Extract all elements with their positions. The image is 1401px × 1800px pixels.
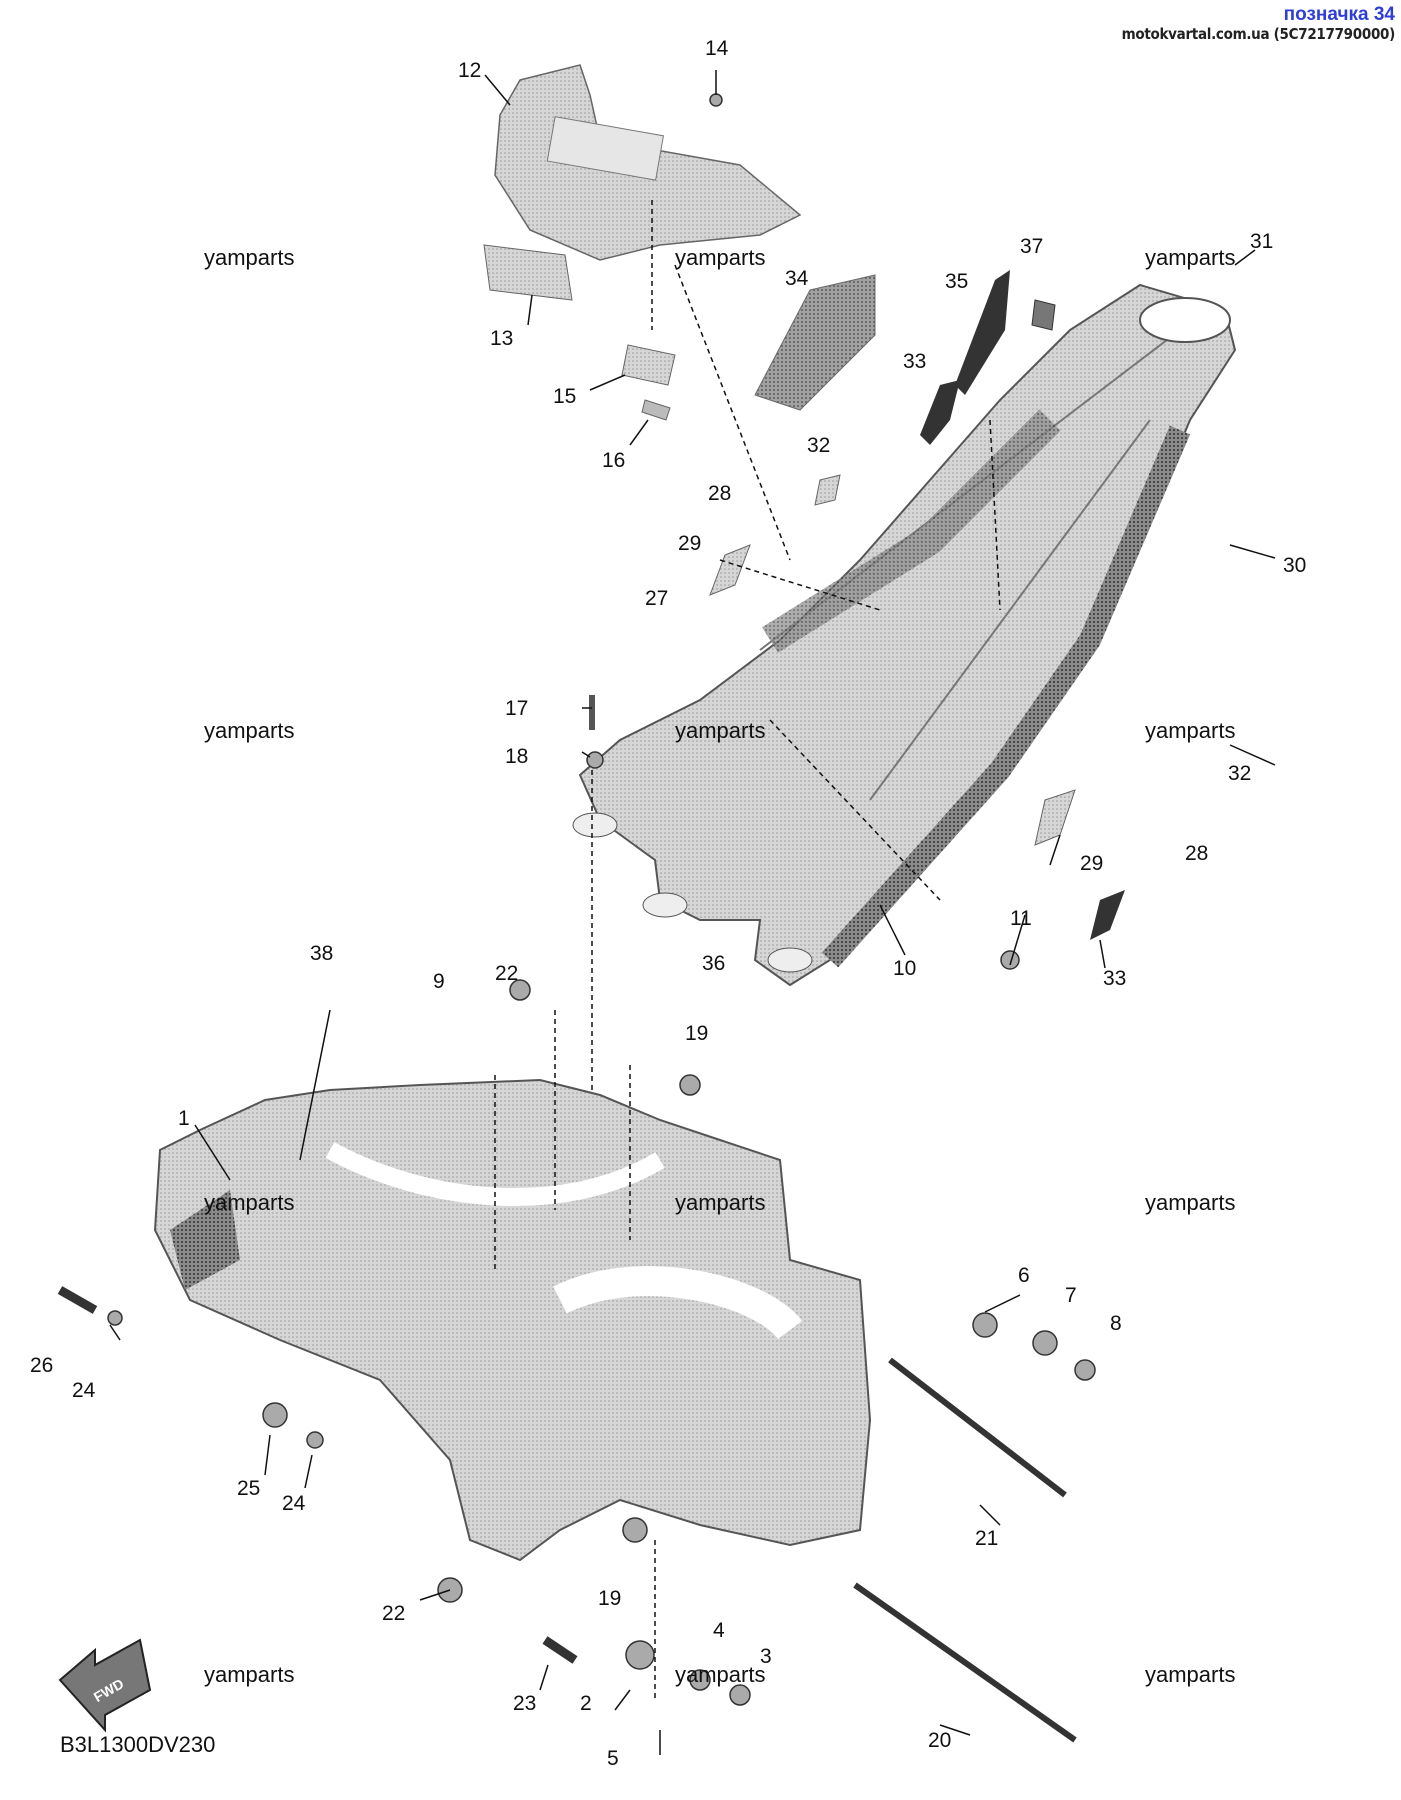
part-21-bolt [888,1357,1067,1498]
callout-17: 17 [505,697,528,720]
callout-27: 27 [645,587,668,610]
watermark: yamparts [1145,245,1235,270]
diagram-code: B3L1300DV230 [60,1732,215,1757]
callout-30: 30 [1283,554,1306,577]
callout-3: 3 [760,1645,772,1668]
part-33-decal-lower [1090,890,1125,940]
callout-7: 7 [1065,1284,1077,1307]
callout-10: 10 [893,957,916,980]
callout-26: 26 [30,1354,53,1377]
callout-38: 38 [310,942,333,965]
watermark: yamparts [1145,718,1235,743]
watermark: yamparts [204,1190,294,1215]
part-23-bolt [542,1636,578,1664]
part-35-decal [955,270,1010,395]
watermark: yamparts [675,1190,765,1215]
callout-28: 28 [708,482,731,505]
callout-32: 32 [807,434,830,457]
callout-36: 36 [702,952,725,975]
fwd-arrow-icon: FWD [58,1638,152,1733]
part-33-decal-upper [920,380,960,445]
callout-23: 23 [513,1692,536,1715]
callout-31: 31 [1250,230,1273,253]
callout-35: 35 [945,270,968,293]
callout-25: 25 [237,1477,260,1500]
callout-12: 12 [458,59,481,82]
part-34-decal [754,274,876,411]
callout-22-b: 22 [382,1602,405,1625]
watermark: yamparts [675,718,765,743]
callout-9: 9 [433,970,445,993]
part-16-clip [641,399,671,421]
small-hardware [107,93,1096,1706]
watermarks: yamparts yamparts yamparts yamparts yamp… [204,245,1235,1687]
callout-2: 2 [580,1692,592,1715]
watermark: yamparts [1145,1662,1235,1687]
callout-21: 21 [975,1527,998,1550]
callout-33: 33 [903,350,926,373]
callout-37: 37 [1020,235,1043,258]
callout-19-b: 19 [598,1587,621,1610]
watermark: yamparts [675,1662,765,1687]
watermark: yamparts [675,245,765,270]
part-29-pad-lower [1034,789,1076,846]
part-20-bolt [853,1582,1077,1743]
dashed-leader-lines [494,200,1001,1700]
part-37-clip [1031,299,1056,331]
source-site: motokvartal.com.ua (5C7217790000) [1121,24,1396,43]
callout-15: 15 [553,385,576,408]
callout-20: 20 [928,1729,951,1752]
part-29-pad [709,544,751,596]
part-12-upper-bracket [494,64,802,261]
part-1-main-frame [153,1078,872,1562]
callout-11: 11 [1010,907,1032,930]
diagram-tag: позначка 34 [1283,4,1395,25]
callout-28-b: 28 [1185,842,1208,865]
callout-29-b: 29 [1080,852,1103,875]
callout-19: 19 [685,1022,708,1045]
watermark: yamparts [204,1662,294,1687]
part-13-pad [483,244,573,301]
callout-4: 4 [713,1619,725,1642]
part-15-clip [621,344,676,386]
part-32-pad [814,474,841,506]
part-10-rear-frame [572,283,1237,987]
callout-22: 22 [495,962,518,985]
callout-32-b: 32 [1228,762,1251,785]
watermark: yamparts [1145,1190,1235,1215]
callout-8: 8 [1110,1312,1122,1335]
callout-33-b: 33 [1103,967,1126,990]
callout-24-b: 24 [282,1492,306,1515]
callout-6: 6 [1018,1264,1030,1287]
part-26-bolt [57,1286,98,1314]
callouts: 1 2 3 4 5 6 7 8 9 10 11 12 13 14 15 16 1… [30,37,1306,1770]
watermark: yamparts [204,718,294,743]
callout-34: 34 [785,267,809,290]
header: позначка 34 motokvartal.com.ua (5C721779… [1121,4,1396,43]
callout-13: 13 [490,327,513,350]
callout-29: 29 [678,532,701,555]
callout-24: 24 [72,1379,96,1402]
watermark: yamparts [204,245,294,270]
callout-14: 14 [705,37,729,60]
callout-1: 1 [178,1107,190,1130]
callout-16: 16 [602,449,625,472]
leader-lines [109,70,1276,1755]
callout-5: 5 [607,1747,619,1770]
callout-18: 18 [505,745,528,768]
